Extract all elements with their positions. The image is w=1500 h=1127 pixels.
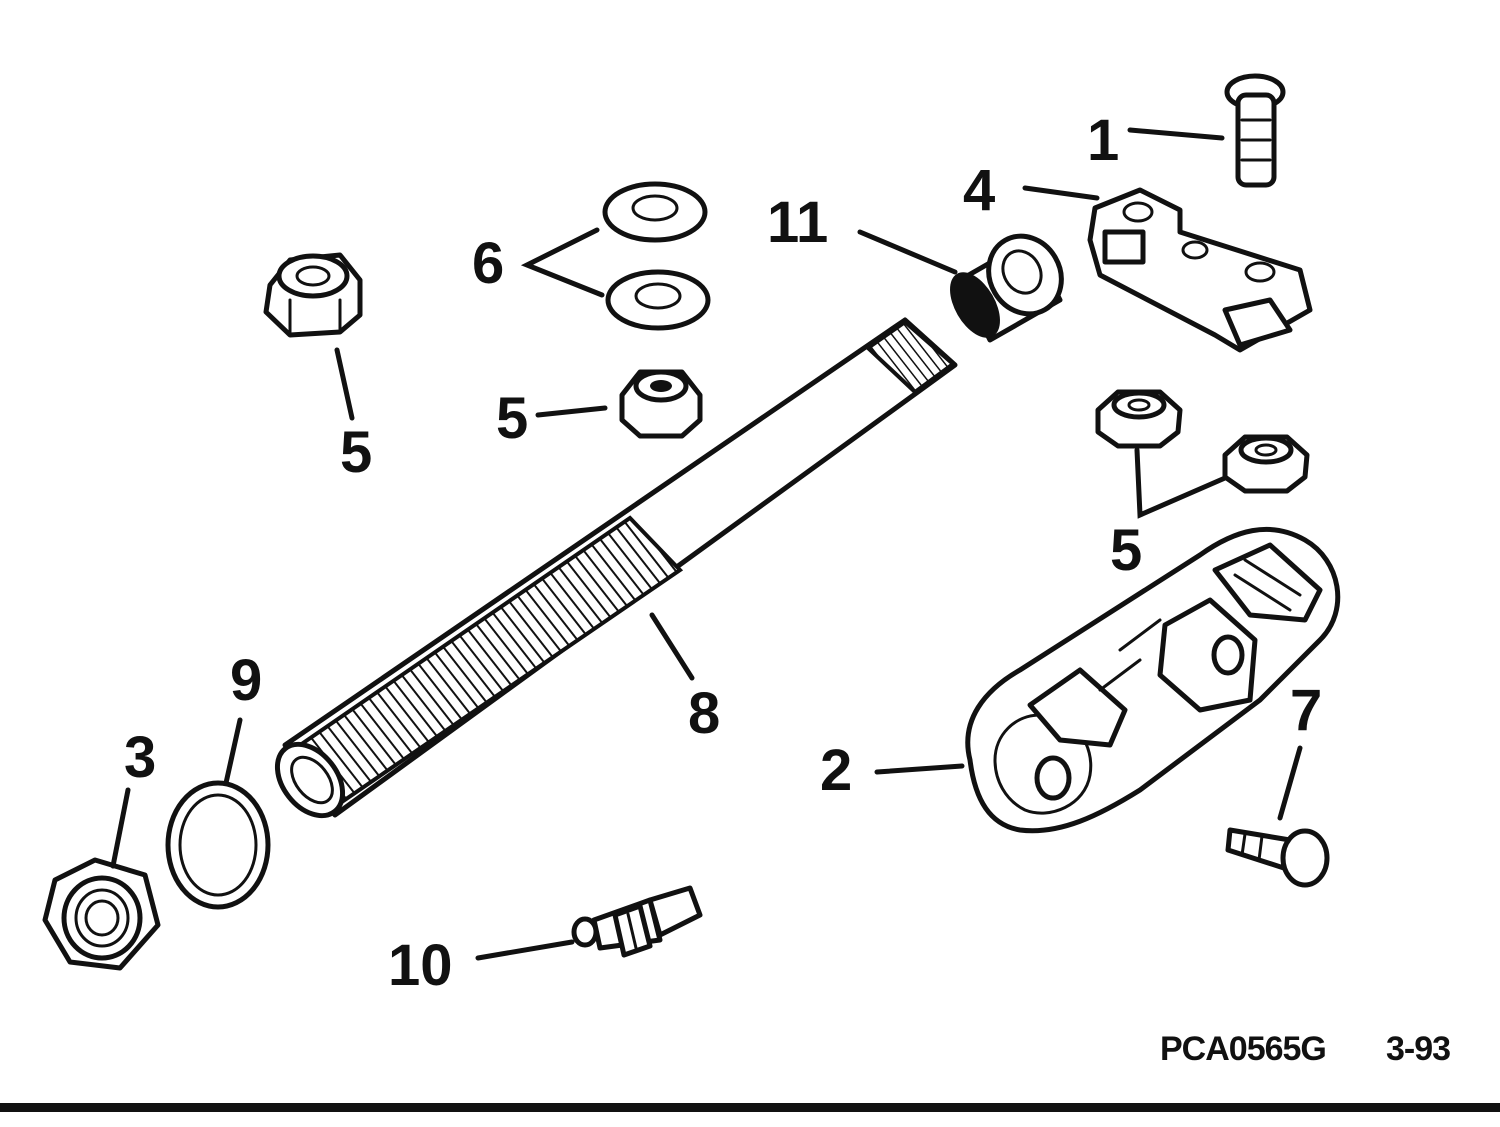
- bushing-part-11: [950, 233, 1064, 343]
- leader-4: [1022, 185, 1100, 201]
- callout-8: 8: [688, 681, 720, 746]
- leader-5-middle: [535, 405, 608, 418]
- grease-fitting-part-10: [571, 885, 703, 958]
- page-number: 3-93: [1386, 1030, 1451, 1068]
- figure-code: PCA0565G: [1160, 1030, 1327, 1068]
- leader-5-right: [1134, 447, 1228, 519]
- callout-5-middle: 5: [496, 386, 528, 451]
- leader-2: [874, 763, 965, 775]
- callout-3: 3: [124, 725, 156, 790]
- link-bracket-part-4: [1087, 187, 1313, 353]
- leader-5-left: [334, 347, 355, 421]
- callout-5-left: 5: [340, 420, 372, 485]
- callout-4: 4: [963, 158, 995, 223]
- nut-part-5-right-lower: [1222, 434, 1310, 494]
- leader-1: [1127, 127, 1225, 141]
- callout-11: 11: [767, 190, 828, 255]
- washer-part-6-lower: [605, 269, 711, 331]
- callout-2: 2: [820, 738, 852, 803]
- nut-part-5-middle: [619, 369, 703, 439]
- callout-1: 1: [1087, 108, 1119, 173]
- steering-rod-part-8: [274, 317, 958, 819]
- swivel-housing-part-2: [965, 526, 1341, 834]
- leader-11: [857, 229, 958, 275]
- bolt-part-1: [1224, 73, 1286, 188]
- leader-7: [1277, 745, 1303, 821]
- callout-5-right: 5: [1110, 518, 1142, 583]
- washer-part-9: [165, 780, 271, 910]
- bottom-rule: [0, 1103, 1500, 1112]
- callout-9: 9: [230, 648, 262, 713]
- callout-6: 6: [472, 231, 504, 296]
- leader-3: [110, 787, 131, 869]
- leader-6: [520, 227, 605, 298]
- locknut-part-5-left: [263, 252, 363, 338]
- callout-7: 7: [1290, 678, 1322, 743]
- leader-8: [649, 612, 695, 681]
- leader-10: [475, 939, 575, 961]
- callout-10: 10: [388, 933, 453, 998]
- hex-nut-part-3: [42, 857, 161, 971]
- leader-9: [223, 717, 243, 786]
- callout-labels: 1 4 11 6 5 5 5 8 9 3 2 7 10: [124, 108, 1322, 998]
- washer-part-6-upper: [602, 181, 708, 243]
- bolt-part-7: [1225, 827, 1330, 888]
- leader-lines: [110, 127, 1303, 961]
- nut-part-5-right-upper: [1095, 389, 1183, 449]
